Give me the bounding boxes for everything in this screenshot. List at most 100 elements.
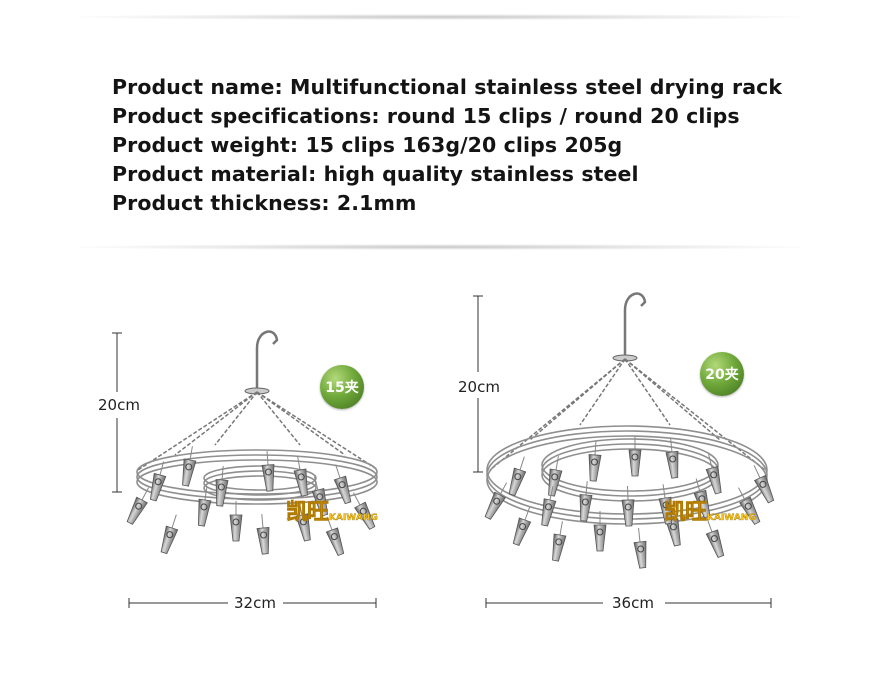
clothes-clip — [325, 516, 345, 556]
clip-spring — [698, 495, 706, 503]
clothes-clip — [261, 450, 275, 492]
clip-spring — [514, 473, 522, 481]
clip-body — [508, 467, 527, 497]
top-divider — [80, 14, 800, 20]
clip-body — [256, 527, 270, 555]
clip-hanger-wire — [737, 487, 746, 501]
large-rack-height-dimension-line — [473, 295, 483, 473]
clip-body — [215, 479, 229, 507]
clip-body — [160, 525, 179, 555]
clip-hanger-wire — [585, 481, 588, 496]
clip-hanger-wire — [335, 464, 341, 479]
clip-body — [354, 501, 376, 530]
clip-body — [753, 474, 775, 504]
clip-body — [633, 540, 647, 569]
clip-body — [295, 513, 311, 542]
clip-body — [665, 518, 681, 547]
clip-spring — [581, 498, 589, 506]
clip-spring — [710, 535, 718, 543]
clip-body — [126, 496, 148, 525]
clothes-clip — [126, 487, 150, 525]
spec-product-thickness: Product thickness: 2.1mm — [112, 191, 417, 215]
large-rack-height-label: 20cm — [458, 378, 500, 396]
brand-watermark-right: 凯旺 KAIWANG — [664, 494, 756, 526]
clothes-clip — [333, 464, 352, 505]
clip-hanger-wire — [171, 514, 177, 529]
clip-body — [665, 450, 679, 479]
brand-chinese-text: 凯旺 — [664, 500, 708, 526]
rack-20-clips-image — [484, 292, 775, 569]
clip-body — [182, 458, 197, 487]
rack-15-clips-image — [126, 330, 379, 556]
spec-product-name: Product name: Multifunctional stainless … — [112, 75, 783, 99]
wire-ring — [136, 449, 378, 495]
clip-hanger-wire — [297, 456, 301, 471]
clothes-clip — [229, 501, 243, 542]
wire-ring — [136, 459, 378, 505]
clothes-clip — [160, 514, 179, 555]
clothes-clip — [705, 518, 725, 558]
clip-spring — [662, 501, 670, 509]
clothes-clip — [579, 481, 593, 522]
clip-body — [541, 498, 557, 527]
clip-spring — [299, 518, 307, 526]
clip-hanger-wire — [189, 446, 193, 461]
brand-latin-text: KAIWANG — [329, 513, 378, 523]
small-rack-height-label: 20cm — [98, 396, 140, 414]
clip-hanger-wire — [221, 466, 224, 481]
clip-spring — [759, 480, 767, 488]
clip-hanger-wire — [555, 456, 559, 471]
clip-hanger-wire — [670, 438, 673, 453]
clip-hanger-wire — [559, 521, 563, 536]
clothes-clip — [621, 485, 635, 527]
clip-spring — [135, 502, 143, 510]
clothes-clip — [149, 461, 167, 502]
clip-body — [552, 533, 567, 562]
clip-spring — [631, 453, 639, 461]
clip-body — [484, 491, 506, 520]
clip-spring — [710, 471, 718, 479]
hook-icon — [255, 330, 279, 388]
clip-body — [579, 494, 593, 522]
clip-body — [705, 466, 722, 495]
clip-hanger-wire — [706, 518, 713, 533]
clip-hanger-wire — [708, 454, 713, 469]
clip-body — [739, 496, 761, 525]
clothes-clip — [295, 501, 311, 542]
brand-chinese-text: 凯旺 — [286, 500, 330, 526]
clip-hanger-wire — [326, 516, 333, 531]
clothes-clip — [628, 436, 642, 477]
clothes-clip — [352, 492, 376, 530]
clip-spring — [744, 502, 752, 510]
clip-hanger-wire — [159, 461, 165, 476]
chain — [624, 358, 766, 471]
clip-spring — [166, 531, 174, 539]
clothes-clip — [508, 456, 527, 497]
clip-hanger-wire — [266, 450, 269, 466]
clothes-clip — [705, 454, 722, 495]
clip-spring — [217, 483, 225, 491]
clip-body — [333, 475, 352, 505]
wire-ring — [541, 438, 719, 492]
clothes-clip — [311, 476, 329, 517]
clip-spring — [260, 531, 268, 539]
spec-list: Product name: Multifunctional stainless … — [112, 73, 782, 218]
clip-hanger-wire — [352, 492, 361, 506]
chain — [529, 358, 626, 441]
clip-spring — [519, 523, 527, 531]
clip-spring — [330, 533, 338, 541]
clip-spring — [154, 478, 162, 486]
clip-body — [311, 487, 329, 517]
spec-product-material: Product material: high quality stainless… — [112, 162, 639, 186]
clip-spring — [200, 503, 208, 511]
chain — [579, 358, 626, 426]
clip-body — [512, 517, 532, 546]
wire-ring — [203, 465, 317, 491]
clip-spring — [338, 481, 346, 489]
clothes-clip — [737, 487, 761, 525]
clip-hanger-wire — [298, 501, 303, 516]
large-rack-width-dimension-line — [485, 598, 772, 608]
clip-spring — [297, 473, 305, 481]
clip-hanger-wire — [313, 476, 319, 491]
wire-ring — [203, 475, 317, 501]
